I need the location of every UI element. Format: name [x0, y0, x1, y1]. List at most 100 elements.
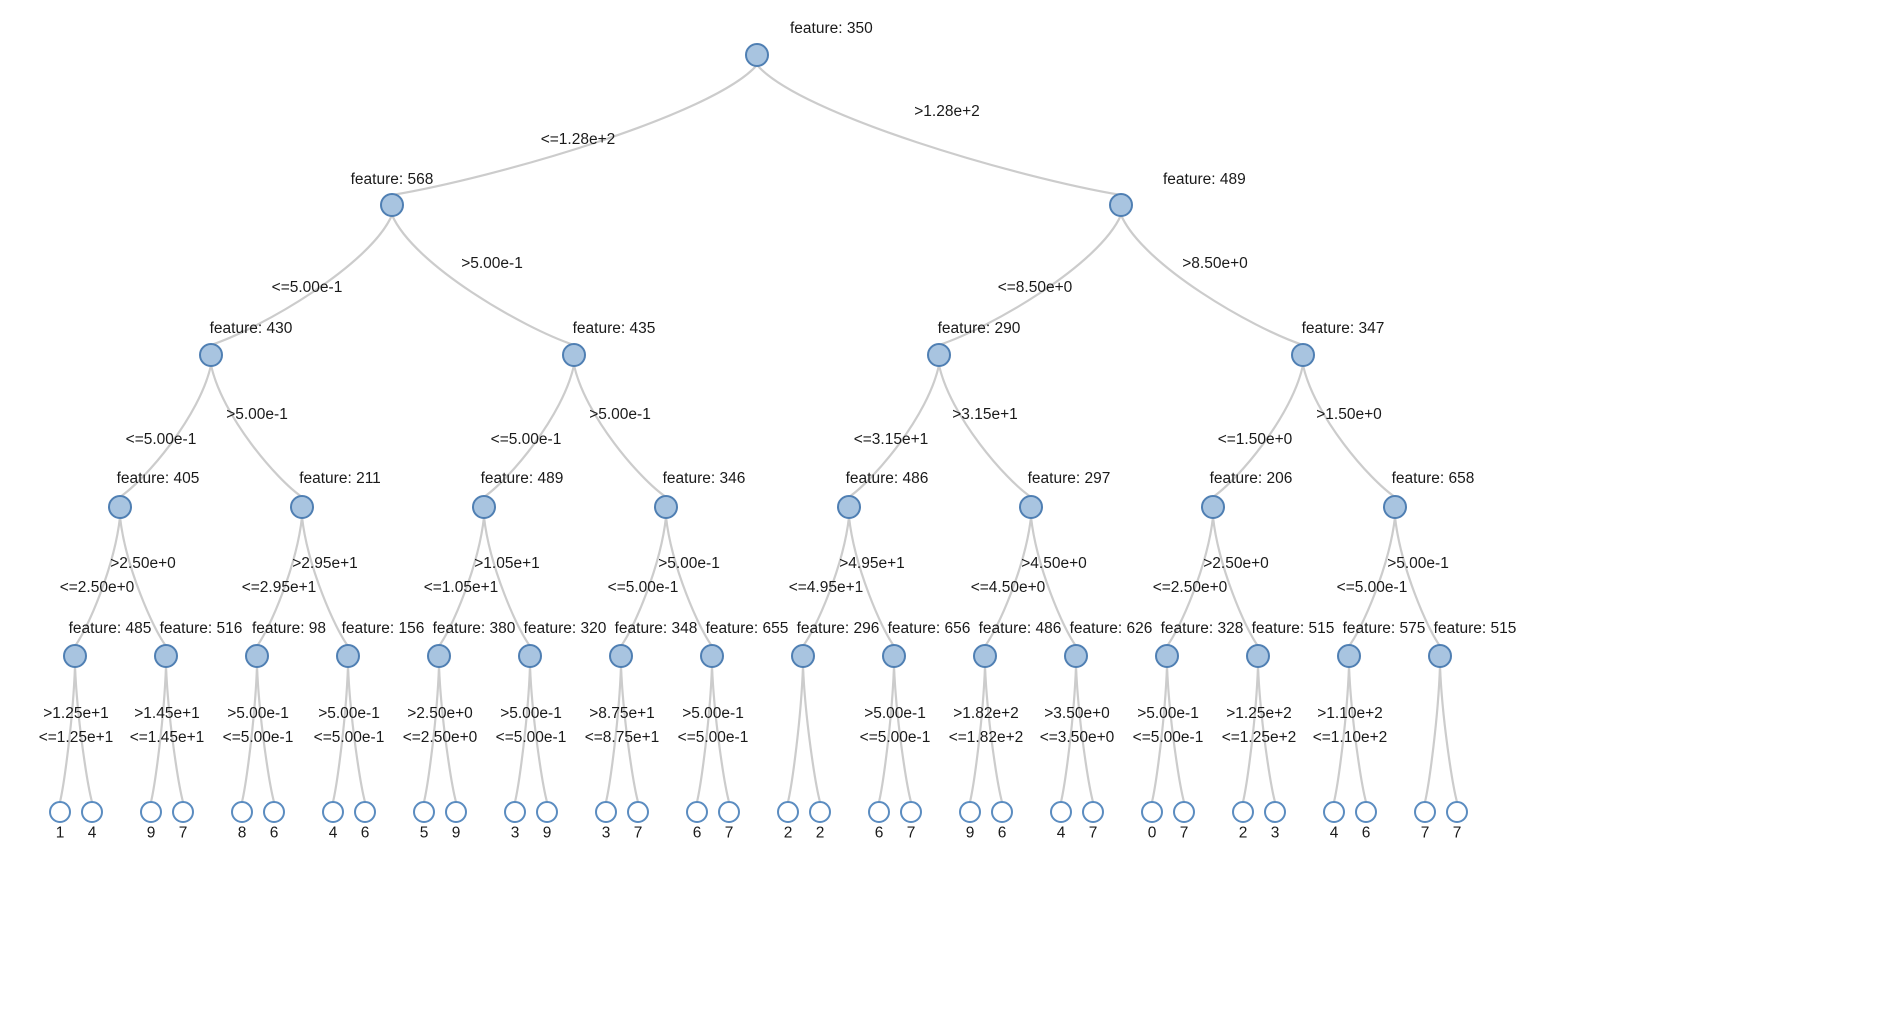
- leaf-class-label: 9: [543, 824, 552, 841]
- leaf-node[interactable]: [263, 801, 285, 823]
- tree-edge: [619, 515, 668, 648]
- leaf-node[interactable]: [627, 801, 649, 823]
- decision-node[interactable]: [1064, 644, 1088, 668]
- leaf-class-label: 9: [147, 824, 156, 841]
- decision-node[interactable]: [837, 495, 861, 519]
- decision-node[interactable]: [1291, 343, 1315, 367]
- decision-node[interactable]: [1155, 644, 1179, 668]
- edge-label: <=2.50e+0: [60, 579, 135, 596]
- decision-node[interactable]: [63, 644, 87, 668]
- tree-edge: [1074, 664, 1095, 804]
- node-feature-label: feature: 296: [797, 620, 880, 637]
- decision-node[interactable]: [1428, 644, 1452, 668]
- decision-node[interactable]: [562, 343, 586, 367]
- leaf-node[interactable]: [504, 801, 526, 823]
- edge-label: >2.95e+1: [292, 555, 358, 572]
- decision-node[interactable]: [1337, 644, 1361, 668]
- decision-node[interactable]: [791, 644, 815, 668]
- decision-node[interactable]: [654, 495, 678, 519]
- leaf-node[interactable]: [595, 801, 617, 823]
- edge-label: <=5.00e-1: [860, 729, 931, 746]
- tree-edge: [240, 664, 259, 804]
- leaf-node[interactable]: [1264, 801, 1286, 823]
- leaf-node[interactable]: [1355, 801, 1377, 823]
- decision-node[interactable]: [427, 644, 451, 668]
- leaf-node[interactable]: [172, 801, 194, 823]
- decision-node[interactable]: [1246, 644, 1270, 668]
- leaf-node[interactable]: [354, 801, 376, 823]
- edge-label: <=2.95e+1: [242, 579, 317, 596]
- leaf-node[interactable]: [1446, 801, 1468, 823]
- edge-label: <=5.00e-1: [1337, 579, 1408, 596]
- decision-node[interactable]: [1383, 495, 1407, 519]
- tree-edge: [1029, 515, 1078, 648]
- leaf-class-label: 7: [907, 824, 916, 841]
- decision-node[interactable]: [700, 644, 724, 668]
- decision-node[interactable]: [245, 644, 269, 668]
- node-feature-label: feature: 486: [846, 470, 929, 487]
- leaf-class-label: 1: [56, 824, 65, 841]
- leaf-node[interactable]: [81, 801, 103, 823]
- decision-node[interactable]: [336, 644, 360, 668]
- edge-label: <=3.15e+1: [854, 431, 929, 448]
- node-feature-label: feature: 656: [888, 620, 971, 637]
- decision-node[interactable]: [518, 644, 542, 668]
- edge-label: <=5.00e-1: [314, 729, 385, 746]
- edge-label: >5.00e-1: [658, 555, 720, 572]
- tree-edge: [255, 515, 304, 648]
- leaf-node[interactable]: [1173, 801, 1195, 823]
- edge-label: <=1.28e+2: [541, 131, 616, 148]
- decision-node[interactable]: [199, 343, 223, 367]
- leaf-node[interactable]: [991, 801, 1013, 823]
- edge-label: <=2.50e+0: [1153, 579, 1228, 596]
- decision-node[interactable]: [1109, 193, 1133, 217]
- decision-node[interactable]: [609, 644, 633, 668]
- decision-node[interactable]: [1201, 495, 1225, 519]
- leaf-node[interactable]: [777, 801, 799, 823]
- leaf-node[interactable]: [1050, 801, 1072, 823]
- tree-edge: [58, 664, 77, 804]
- leaf-node[interactable]: [1232, 801, 1254, 823]
- leaf-node[interactable]: [140, 801, 162, 823]
- leaf-node[interactable]: [1414, 801, 1436, 823]
- leaf-node[interactable]: [868, 801, 890, 823]
- edge-label: <=5.00e-1: [608, 579, 679, 596]
- node-feature-label: feature: 290: [938, 320, 1021, 337]
- tree-edge: [1347, 664, 1368, 804]
- tree-edge: [1256, 664, 1277, 804]
- edge-label: >2.50e+0: [407, 705, 473, 722]
- tree-edge: [892, 664, 913, 804]
- leaf-node[interactable]: [809, 801, 831, 823]
- decision-node[interactable]: [882, 644, 906, 668]
- leaf-class-label: 3: [602, 824, 611, 841]
- leaf-node[interactable]: [959, 801, 981, 823]
- decision-node[interactable]: [973, 644, 997, 668]
- decision-node[interactable]: [927, 343, 951, 367]
- leaf-node[interactable]: [686, 801, 708, 823]
- decision-node[interactable]: [154, 644, 178, 668]
- decision-node[interactable]: [745, 43, 769, 67]
- leaf-node[interactable]: [322, 801, 344, 823]
- decision-node[interactable]: [380, 193, 404, 217]
- node-feature-label: feature: 485: [69, 620, 152, 637]
- node-feature-label: feature: 206: [1210, 470, 1293, 487]
- leaf-class-label: 6: [361, 824, 370, 841]
- edge-label: <=8.50e+0: [998, 279, 1073, 296]
- leaf-node[interactable]: [413, 801, 435, 823]
- tree-edge: [664, 515, 714, 648]
- leaf-node[interactable]: [1082, 801, 1104, 823]
- leaf-node[interactable]: [1323, 801, 1345, 823]
- leaf-node[interactable]: [1141, 801, 1163, 823]
- leaf-node[interactable]: [445, 801, 467, 823]
- leaf-node[interactable]: [536, 801, 558, 823]
- decision-node[interactable]: [1019, 495, 1043, 519]
- leaf-node[interactable]: [49, 801, 71, 823]
- decision-node[interactable]: [108, 495, 132, 519]
- decision-node[interactable]: [472, 495, 496, 519]
- leaf-node[interactable]: [231, 801, 253, 823]
- tree-edge: [1119, 213, 1305, 347]
- edge-label: >5.00e-1: [589, 406, 651, 423]
- leaf-node[interactable]: [900, 801, 922, 823]
- decision-node[interactable]: [290, 495, 314, 519]
- leaf-node[interactable]: [718, 801, 740, 823]
